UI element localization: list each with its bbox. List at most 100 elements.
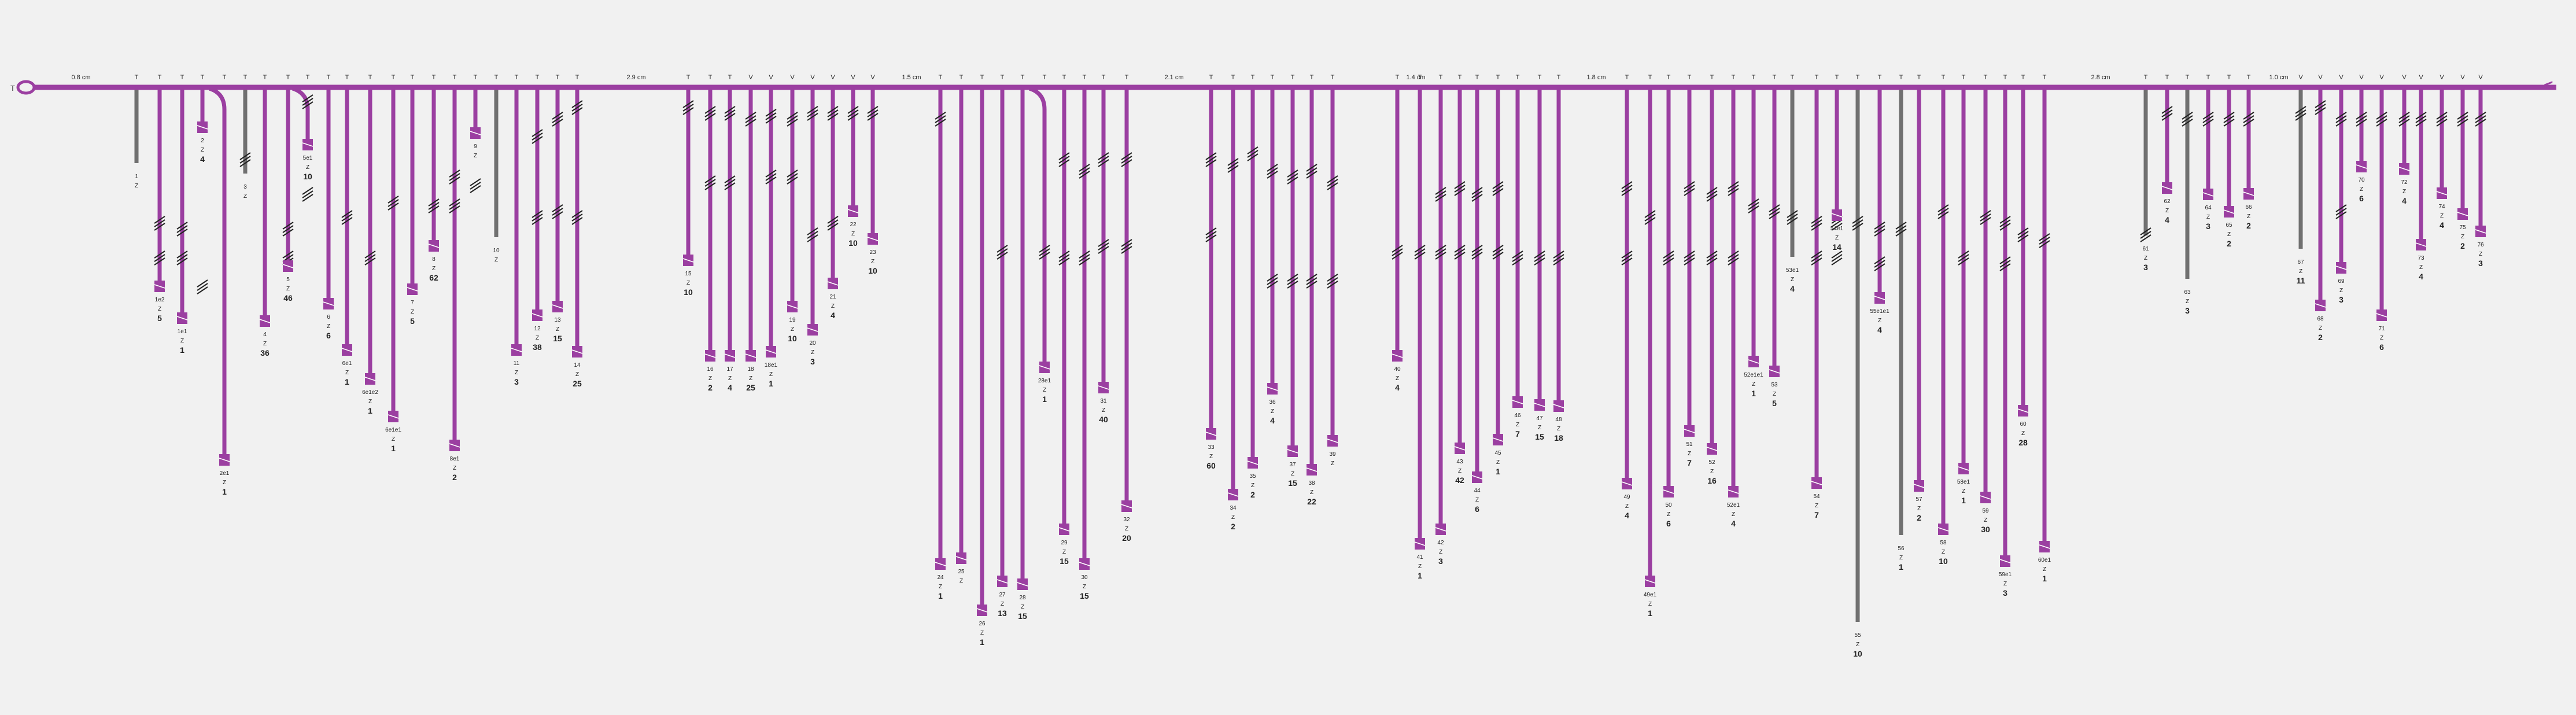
spine-start-circle[interactable] (16, 80, 36, 95)
branch-id-label: 75 (2459, 224, 2466, 231)
branch-9[interactable]: T9Z (470, 74, 481, 193)
hatch-mark (1471, 245, 1483, 253)
hatch-mark (1098, 242, 1109, 250)
hatch-mark (1414, 245, 1426, 253)
branch-1[interactable]: T1Z (134, 74, 139, 189)
branch-3[interactable]: T3Z (239, 74, 251, 200)
